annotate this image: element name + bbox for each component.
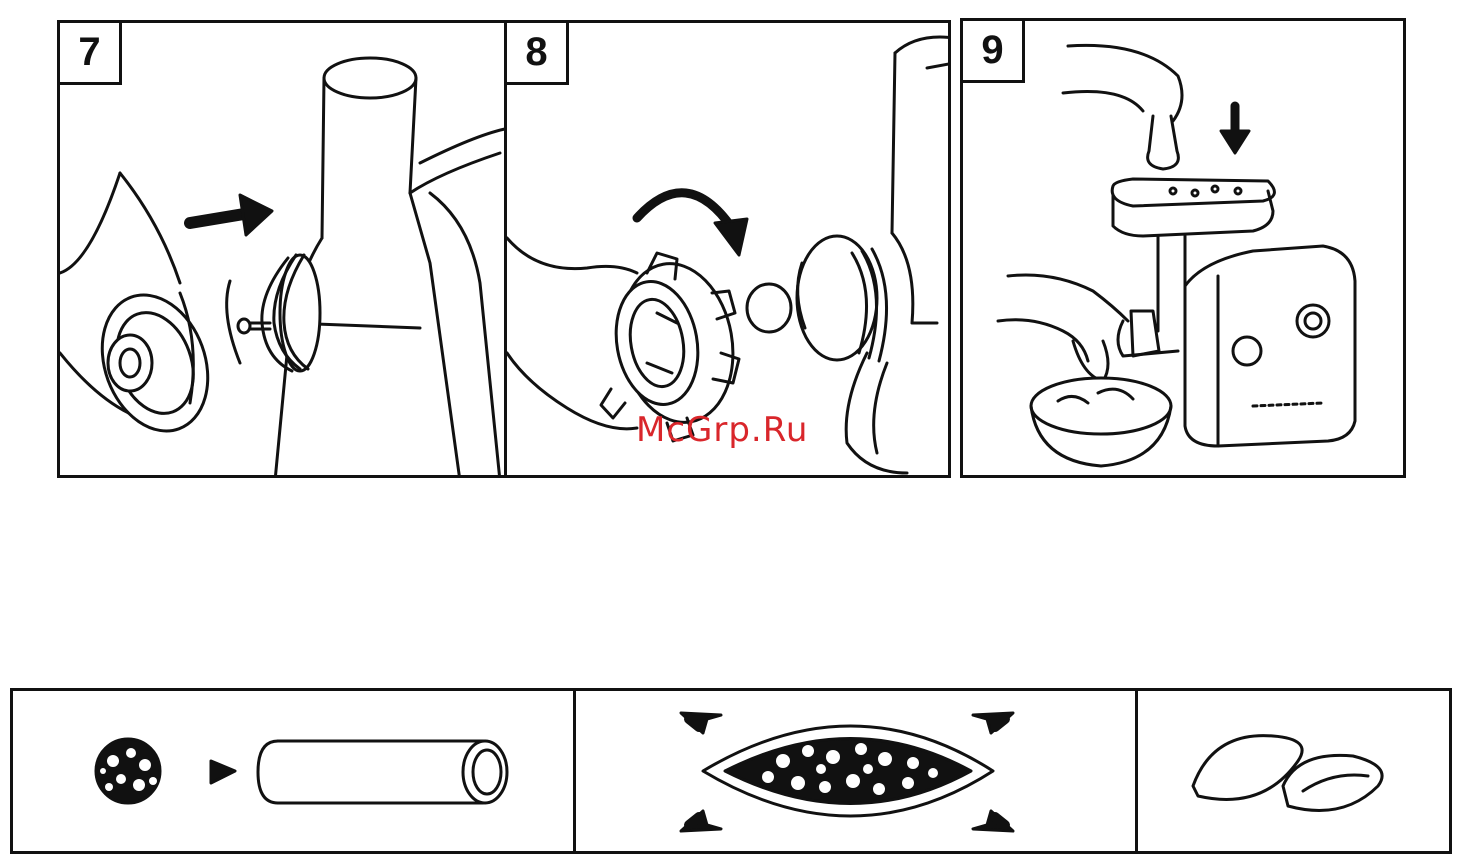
down-arrow-icon	[1221, 106, 1249, 153]
step-number-9: 9	[963, 21, 1025, 83]
hand-icon	[998, 275, 1128, 381]
curved-arrow-icon	[637, 193, 747, 255]
bowl-icon	[1031, 378, 1171, 466]
watermark-text: McGrp.Ru	[636, 410, 808, 450]
cutting-disc-icon	[84, 280, 226, 446]
step-7-illustration	[60, 23, 507, 478]
kebbe-steps-strip	[10, 688, 1452, 854]
right-arrow-icon	[190, 195, 272, 235]
step-9-illustration	[963, 21, 1406, 478]
pusher-icon	[1063, 45, 1182, 169]
tube-icon	[258, 741, 507, 803]
minced-meat-icon	[96, 739, 160, 803]
step-number-7: 7	[60, 23, 122, 85]
step-7-panel: 7	[57, 20, 507, 478]
step-number-8: 8	[507, 23, 569, 85]
filled-shell-icon	[703, 726, 993, 816]
grinder-head-icon	[227, 58, 507, 478]
kebbe-icon	[1193, 736, 1382, 811]
play-arrow-icon	[211, 761, 235, 783]
kebbe-illustration	[13, 691, 1449, 851]
step-9-panel: 9	[960, 18, 1406, 478]
grinder-head-icon	[747, 37, 951, 473]
